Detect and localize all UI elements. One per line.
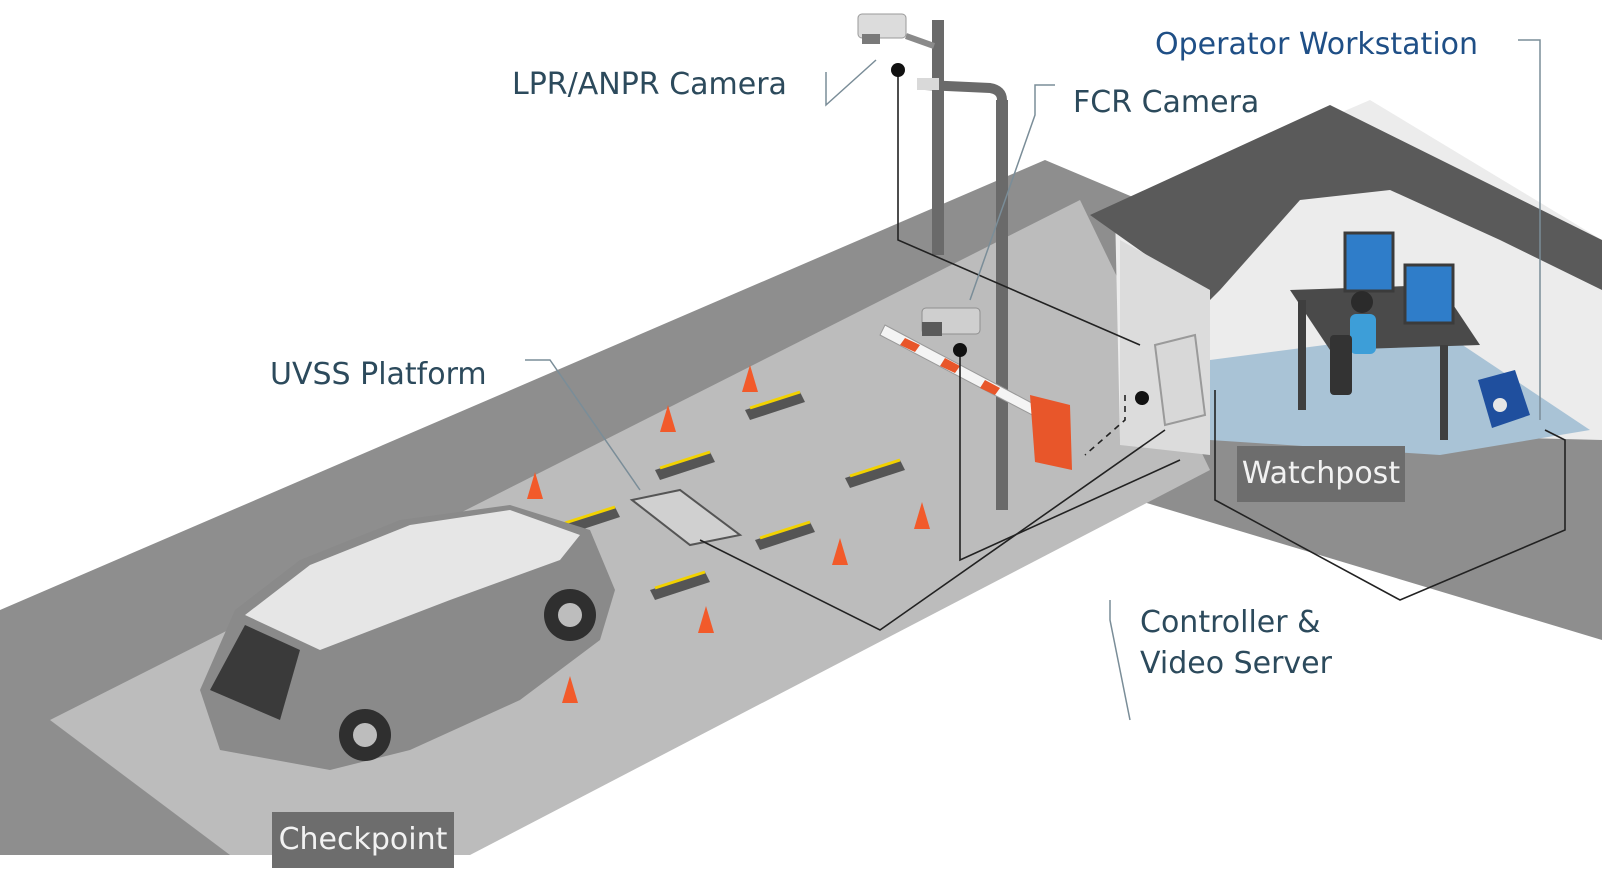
connection-lines [699,70,1566,631]
fcr-camera-pole [996,100,1008,510]
operator-head [1351,291,1373,313]
workstation-pc-icon [1478,370,1530,428]
lpr-camera-pole [932,20,944,255]
fcr-camera-label: FCR Camera [1073,85,1260,120]
monitor-icon [1343,231,1395,293]
checkpoint-tag: Checkpoint [272,812,454,868]
controller-label-line1: Controller & [1140,605,1321,640]
uvss-platform [629,488,743,547]
operator-body [1350,314,1376,354]
traffic-cone-icons [527,365,930,703]
callout-leaders [525,39,1541,721]
barrier-cabinet [1030,395,1072,470]
controller-cabinet [1153,333,1207,427]
office-chair [1330,335,1352,395]
controller-label-line2: Video Server [1140,646,1332,681]
booth-roof [1090,105,1602,300]
barrier-gate [879,324,1072,470]
monitor-icon [1403,263,1455,325]
lpr-camera-label: LPR/ANPR Camera [512,67,787,102]
car-icon [200,505,615,770]
watchpost-tag: Watchpost [1237,446,1405,502]
lpr-camera-icon [857,13,936,49]
operator-workstation-label: Operator Workstation [1155,27,1479,62]
uvss-platform-label: UVSS Platform [270,357,487,392]
fcr-camera-icon [921,307,981,336]
